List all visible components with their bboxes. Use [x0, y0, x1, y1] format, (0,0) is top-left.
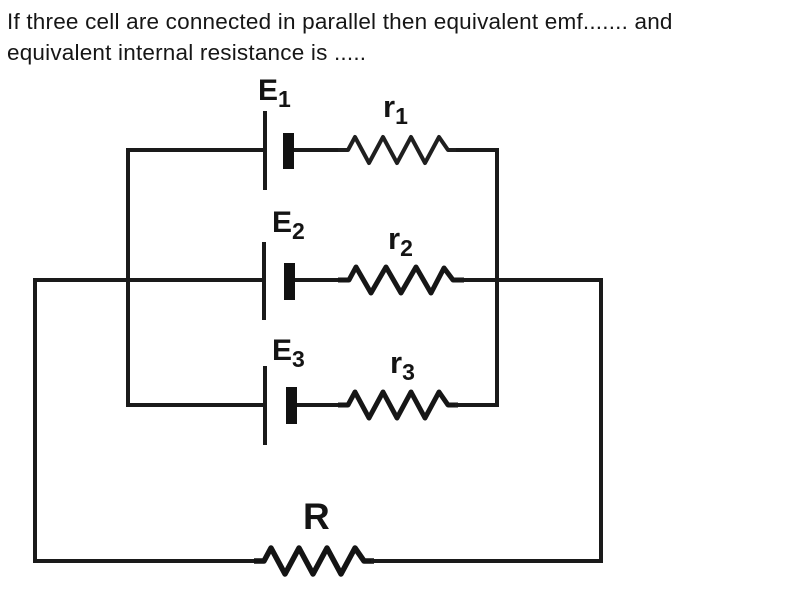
cell-2-battery-long-plate: [262, 242, 266, 320]
cell-2-emf-label: E2: [272, 206, 305, 245]
wire-branch1-mid: [294, 148, 340, 152]
wire-bottom-right: [371, 559, 603, 563]
cell-1-internal-resistance-label: r1: [383, 89, 408, 129]
question-line-2: equivalent internal resistance is .....: [7, 40, 367, 65]
question-text: If three cell are connected in parallel …: [7, 6, 793, 68]
wire-inner-right-bus: [495, 148, 499, 407]
wire-branch3-mid: [297, 403, 340, 407]
wire-bottom-left: [33, 559, 258, 563]
wire-branch1-left: [126, 148, 265, 152]
cell-3-internal-resistance-label: r3: [390, 345, 415, 385]
wire-branch3-right: [455, 403, 499, 407]
cell-2-battery-short-plate: [284, 263, 295, 300]
cell-1-battery-long-plate: [263, 111, 267, 190]
external-resistor-zigzag: [254, 545, 374, 577]
cell-1-battery-short-plate: [283, 133, 294, 169]
resistor-r1-zigzag: [338, 135, 458, 165]
cell-3-battery-short-plate: [286, 387, 297, 424]
wire-outer-left-bus: [33, 278, 37, 563]
resistor-r3-zigzag: [338, 389, 458, 421]
question-line-1: If three cell are connected in parallel …: [7, 9, 673, 34]
wire-branch2-mid: [295, 278, 342, 282]
wire-branch2-left: [33, 278, 264, 282]
wire-branch1-right: [456, 148, 499, 152]
cell-3-battery-long-plate: [263, 366, 267, 445]
resistor-r2-zigzag: [338, 264, 464, 296]
external-resistor-label: R: [303, 496, 330, 537]
wire-branch2-right: [460, 278, 603, 282]
cell-1-emf-label: E1: [258, 74, 291, 113]
cell-2-internal-resistance-label: r2: [388, 221, 413, 261]
wire-inner-left-bus: [126, 148, 130, 407]
cell-3-emf-label: E3: [272, 334, 305, 373]
wire-outer-right-bus: [599, 278, 603, 563]
wire-branch3-left: [126, 403, 265, 407]
